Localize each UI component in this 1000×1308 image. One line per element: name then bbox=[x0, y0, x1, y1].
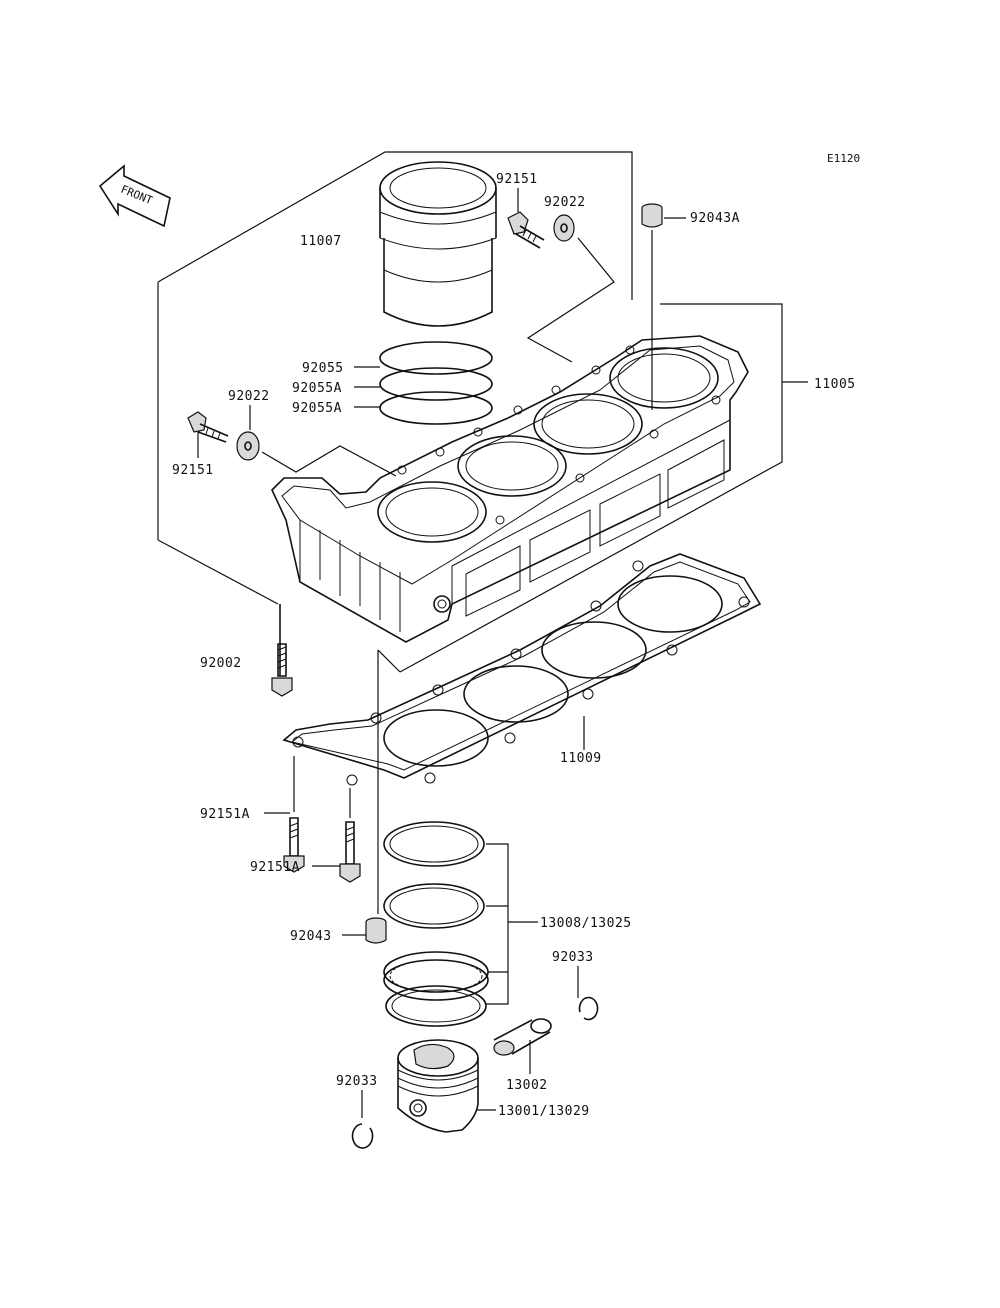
head-gasket bbox=[282, 553, 762, 786]
label-13008-13025: 13008/13025 bbox=[540, 916, 632, 931]
label-92055A-1: 92055A bbox=[292, 381, 342, 396]
label-11007: 11007 bbox=[300, 234, 342, 249]
label-13001-13029: 13001/13029 bbox=[498, 1104, 590, 1119]
bolt-92151-top bbox=[507, 211, 545, 249]
label-11005: 11005 bbox=[814, 377, 856, 392]
label-11009: 11009 bbox=[560, 751, 602, 766]
piston-rings-set bbox=[379, 341, 493, 425]
label-92055: 92055 bbox=[302, 361, 344, 376]
label-92055A-2: 92055A bbox=[292, 401, 342, 416]
cylinder-block bbox=[271, 335, 749, 643]
dowel-92043 bbox=[365, 917, 387, 944]
front-arrow-icon: FRONT bbox=[98, 164, 171, 228]
label-92022-left: 92022 bbox=[228, 389, 270, 404]
label-92151A-2: 92151A bbox=[250, 860, 300, 875]
diagram-code: E1120 bbox=[827, 152, 860, 165]
piston-ring-second bbox=[383, 883, 485, 929]
front-label: FRONT bbox=[119, 183, 155, 208]
bolt-92151A-1 bbox=[283, 756, 305, 873]
label-92022-top: 92022 bbox=[544, 195, 586, 210]
label-92151-top: 92151 bbox=[496, 172, 538, 187]
piston-pin bbox=[493, 1018, 552, 1056]
circlip-92033-right bbox=[578, 996, 599, 1021]
label-92151-left: 92151 bbox=[172, 463, 214, 478]
washer-92022-top bbox=[553, 214, 575, 242]
label-92033-left: 92033 bbox=[336, 1074, 378, 1089]
label-92043A: 92043A bbox=[690, 211, 740, 226]
cylinder-group-bracket bbox=[157, 151, 808, 673]
bolt-92151A-2 bbox=[339, 788, 361, 883]
circlip-92033-left bbox=[351, 1123, 374, 1149]
piston-ring-oil bbox=[383, 951, 489, 1027]
label-92043: 92043 bbox=[290, 929, 332, 944]
piston-ring-top bbox=[383, 821, 485, 867]
washer-92022-left bbox=[236, 431, 260, 461]
bolt-92002 bbox=[271, 604, 293, 697]
label-92002: 92002 bbox=[200, 656, 242, 671]
bolt-92151-left bbox=[187, 411, 229, 443]
label-92033-right: 92033 bbox=[552, 950, 594, 965]
label-13002: 13002 bbox=[506, 1078, 548, 1093]
cylinder-liner bbox=[379, 161, 497, 327]
label-92151A-1: 92151A bbox=[200, 807, 250, 822]
piston bbox=[397, 1039, 479, 1133]
dowel-92043A bbox=[641, 203, 663, 228]
